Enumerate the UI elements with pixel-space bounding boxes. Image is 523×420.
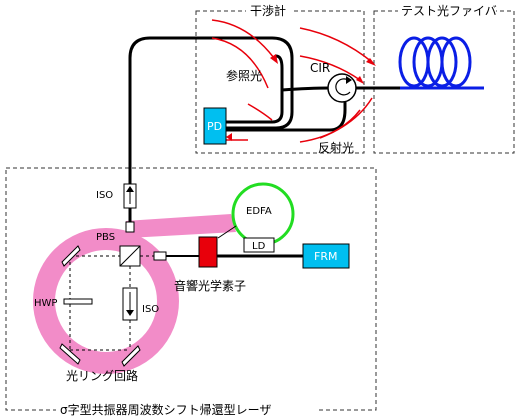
pbs-cube xyxy=(119,245,141,267)
ld-box xyxy=(243,237,275,253)
frm-box xyxy=(302,243,350,269)
hwp xyxy=(63,298,93,305)
iso-loop-label: ISO xyxy=(142,304,159,315)
coupler-small xyxy=(153,251,167,261)
reference-light-label: 参照光 xyxy=(226,68,262,83)
circulator xyxy=(327,73,357,103)
isolator-top xyxy=(123,183,137,209)
laser-box xyxy=(5,167,377,411)
circulator-label: CIR xyxy=(310,61,330,75)
pbs-label: PBS xyxy=(96,232,115,243)
fiber-coil xyxy=(398,36,484,90)
interferometer-title: 干渉計 xyxy=(250,3,286,18)
optical-ring xyxy=(33,214,236,374)
pbs-small xyxy=(125,221,135,233)
acousto-optic-label: 音響光学素子 xyxy=(174,278,246,293)
acousto-optic-element xyxy=(198,236,218,268)
fiber-lines xyxy=(128,36,422,258)
edfa-pointer xyxy=(217,225,237,239)
edfa-label: EDFA xyxy=(246,206,272,217)
ld-label: LD xyxy=(252,241,266,252)
reflected-light-label: 反射光 xyxy=(318,140,354,155)
isolator-loop xyxy=(122,287,138,321)
frm-label: FRM xyxy=(314,250,337,263)
ring-internal-paths xyxy=(69,255,154,351)
mirrors xyxy=(59,245,141,367)
laser-title: σ字型共振器周波数シフト帰還型レーザ xyxy=(60,402,271,417)
arrow-heads xyxy=(226,54,376,141)
iso-top-label: ISO xyxy=(96,190,113,201)
photodetector: PD xyxy=(203,107,227,145)
hwp-label: HWP xyxy=(34,298,57,309)
pd-label: PD xyxy=(207,120,222,133)
test-fiber-box xyxy=(373,10,515,154)
test-fiber-title: テスト光ファイバ xyxy=(401,4,497,18)
optical-ring-label: 光リング回路 xyxy=(66,368,138,383)
light-arrows xyxy=(211,19,373,143)
